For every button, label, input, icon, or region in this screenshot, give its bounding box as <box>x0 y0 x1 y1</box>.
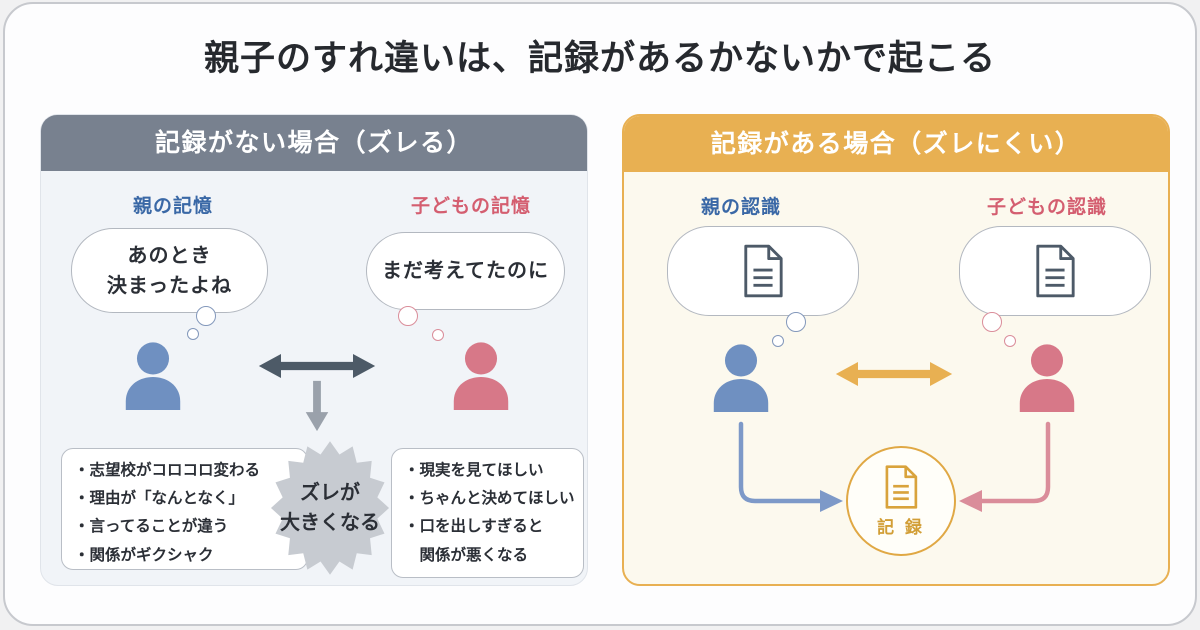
parent-thought-bubble <box>667 226 859 316</box>
child-memory-label: 子どもの記憶 <box>410 196 531 217</box>
thought-trail-circle <box>772 335 784 347</box>
burst-text-line1: ズレが <box>300 482 360 504</box>
no-record-body: 親の記憶 子どもの記憶 あのとき 決まったよね まだ考えてたのに <box>41 171 587 585</box>
child-person-icon <box>453 342 509 410</box>
thought-trail-circle <box>432 329 444 341</box>
child-recognition-label: 子どもの認識 <box>986 197 1107 218</box>
burst-text: ズレが 大きくなる <box>269 439 391 577</box>
record-connector-lines <box>738 421 1051 512</box>
parent-issues-list: ・志望校がコロコロ変わる ・理由が「なんとなく」 ・言ってることが違う ・関係が… <box>61 448 308 570</box>
parent-to-record-line <box>738 421 823 504</box>
with-record-header: 記録がある場合（ズレにくい） <box>624 116 1168 172</box>
list-item: ・口を出しすぎると <box>404 518 544 536</box>
down-arrow-icon <box>305 380 329 432</box>
record-circle: 記 録 <box>846 446 956 556</box>
panel-with-record: 記録がある場合（ズレにくい） 親の認識 子どもの認識 <box>622 114 1170 586</box>
parent-person-icon <box>125 342 181 410</box>
list-item: ・関係がギクシャク <box>74 546 214 564</box>
list-item: ・現実を見てほしい <box>404 462 544 479</box>
child-person-icon <box>1019 344 1075 412</box>
thought-trail-circle <box>187 328 199 340</box>
list-item: 関係が悪くなる <box>404 546 529 564</box>
burst-text-line2: 大きくなる <box>280 512 380 534</box>
parent-bubble-text-line2: 決まったよね <box>106 274 233 297</box>
parent-bubble-text-line1: あのとき <box>127 244 212 267</box>
record-label: 記 録 <box>877 518 925 537</box>
list-item: ・理由が「なんとなく」 <box>74 490 245 508</box>
page-title: 親子のすれ違いは、記録があるかないかで起こる <box>203 39 996 78</box>
record-document-icon <box>885 465 918 509</box>
no-record-header: 記録がない場合（ズレる） <box>41 115 587 171</box>
parent-speech-bubble: あのとき 決まったよね <box>71 228 268 313</box>
thought-trail-circle <box>196 306 216 326</box>
conflict-double-arrow-icon <box>258 354 376 378</box>
document-icon <box>744 244 783 298</box>
aligned-double-arrow-icon <box>835 362 953 386</box>
infographic-card: 親子のすれ違いは、記録があるかないかで起こる 記録がない場合（ズレる） 親の記憶… <box>3 2 1197 626</box>
list-item: ・ちゃんと決めてほしい <box>404 490 575 508</box>
child-thought-bubble <box>959 226 1151 316</box>
child-arrowhead-icon <box>959 490 982 512</box>
thought-trail-circle <box>786 312 806 332</box>
child-speech-bubble: まだ考えてたのに <box>366 232 565 310</box>
parent-memory-label: 親の記憶 <box>132 196 213 217</box>
with-record-body: 親の認識 子どもの認識 <box>624 172 1168 586</box>
thought-trail-circle <box>1004 335 1016 347</box>
document-icon <box>1036 244 1075 298</box>
thought-trail-circle <box>398 306 418 326</box>
panel-no-record: 記録がない場合（ズレる） 親の記憶 子どもの記憶 あのとき 決まったよね まだ考… <box>40 114 588 586</box>
parent-recognition-label: 親の認識 <box>700 197 781 218</box>
thought-trail-circle <box>982 312 1002 332</box>
parent-arrowhead-icon <box>820 490 843 512</box>
list-item: ・志望校がコロコロ変わる <box>74 462 261 479</box>
child-issues-list: ・現実を見てほしい ・ちゃんと決めてほしい ・口を出しすぎると 関係が悪くなる <box>391 448 584 578</box>
child-bubble-text: まだ考えてたのに <box>382 260 549 282</box>
list-item: ・言ってることが違う <box>74 518 229 536</box>
parent-person-icon <box>713 344 769 412</box>
starburst-shape <box>270 441 390 575</box>
child-to-record-line <box>979 421 1051 504</box>
gap-grows-burst: ズレが 大きくなる <box>269 439 391 577</box>
